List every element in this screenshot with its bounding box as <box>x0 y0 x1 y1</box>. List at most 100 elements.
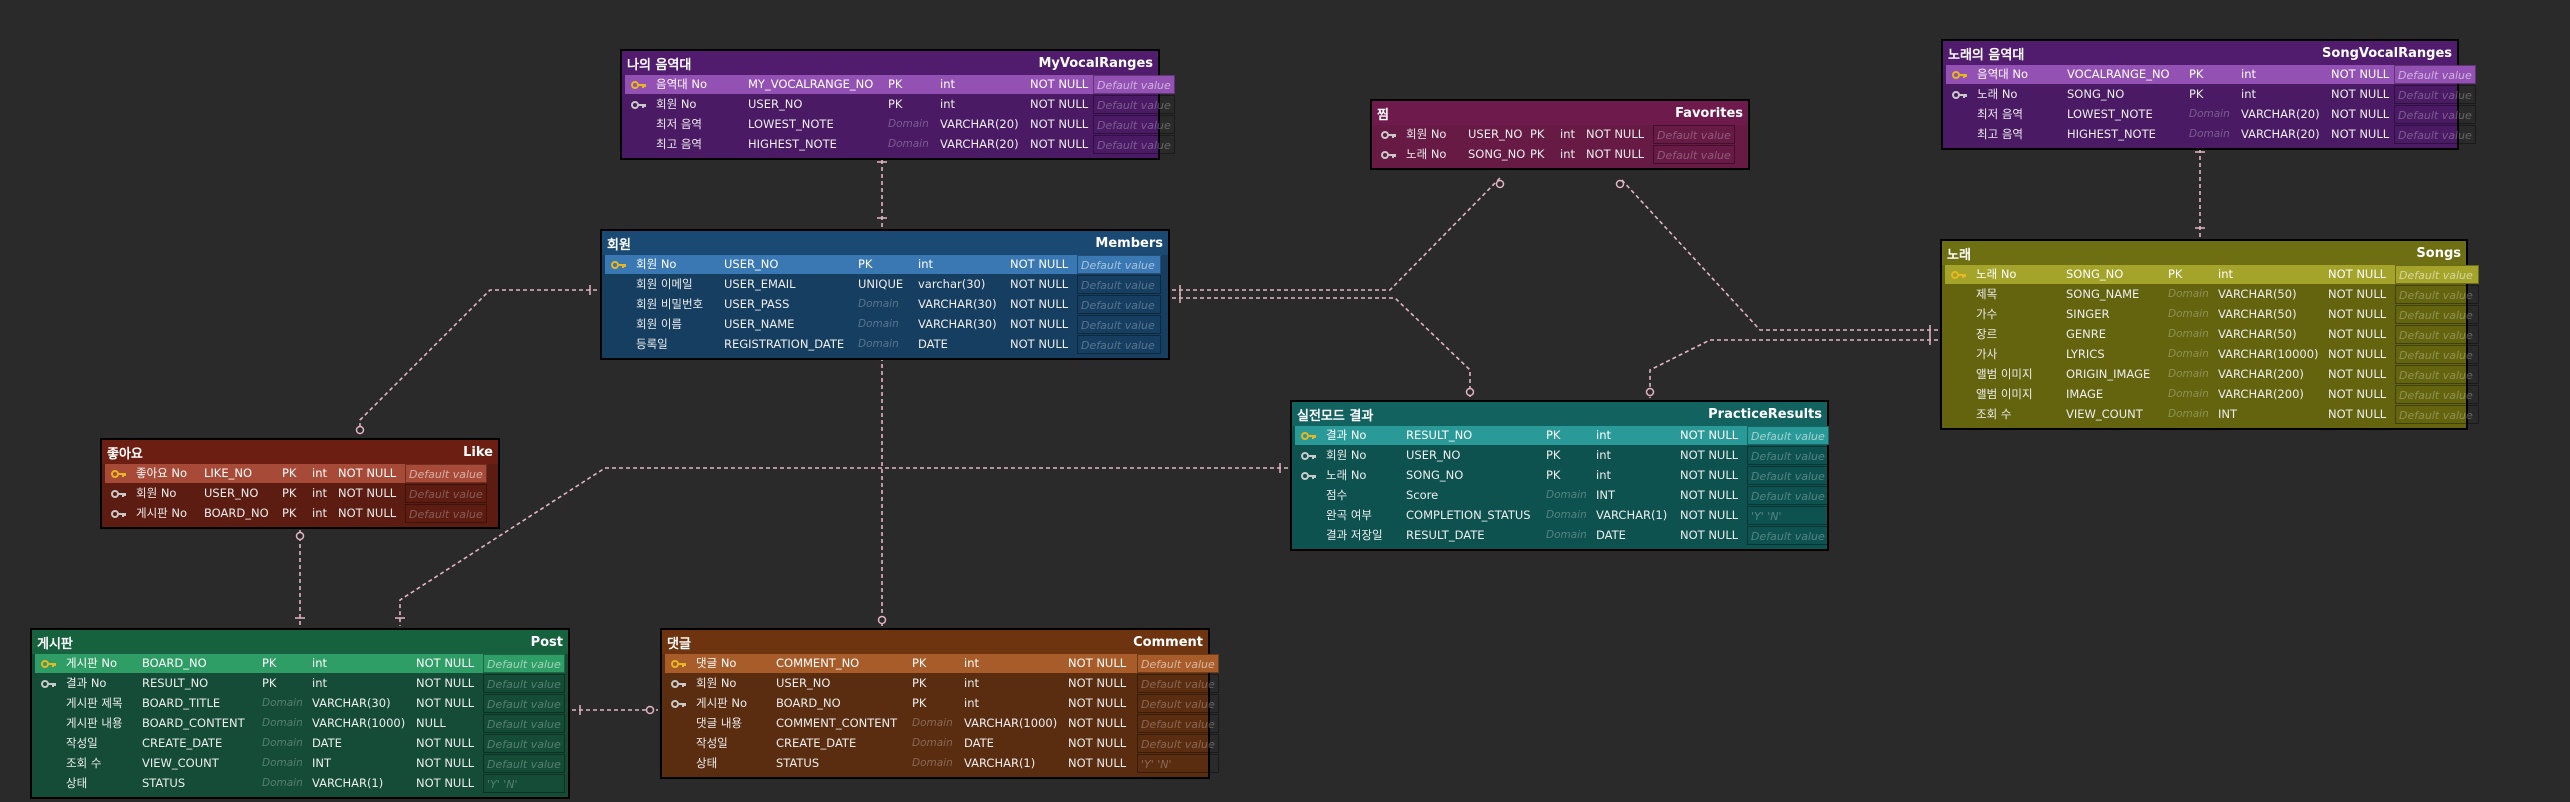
data-type: VARCHAR(1) <box>964 756 1036 770</box>
logical-name: 회원 이메일 <box>636 277 693 291</box>
constraint: Domain <box>2168 368 2209 380</box>
default-value: Default value <box>1747 486 1829 505</box>
link-practice-post[interactable] <box>399 467 1288 626</box>
physical-name: STATUS <box>142 776 186 790</box>
link-members-like[interactable] <box>359 289 597 436</box>
logical-name: 게시판 No <box>63 654 139 673</box>
physical-name: USER_NAME <box>724 317 795 331</box>
nullability: NOT NULL <box>2328 307 2387 321</box>
constraint: PK <box>259 654 309 673</box>
nullability: NOT NULL <box>1010 277 1069 291</box>
logical-name: 등록일 <box>636 337 668 351</box>
constraint: PK <box>912 676 927 690</box>
constraint: Domain <box>262 717 303 729</box>
constraint: Domain <box>2168 408 2209 420</box>
no-key <box>35 694 63 713</box>
constraint: Domain <box>912 757 953 769</box>
constraint: Domain <box>262 757 303 769</box>
optional-marker <box>295 531 305 541</box>
link-songs-favorites[interactable] <box>1619 177 1938 331</box>
physical-name: USER_NO <box>204 486 259 500</box>
constraint: Domain <box>262 777 303 789</box>
link-members-favorites[interactable] <box>1172 177 1501 291</box>
link-songs-practice[interactable] <box>1649 339 1938 398</box>
nullability: NOT NULL <box>1680 528 1739 542</box>
nullability: NOT NULL <box>413 654 483 673</box>
default-value: Default value <box>1077 335 1161 354</box>
constraint: Domain <box>2189 128 2230 140</box>
no-key <box>665 734 693 753</box>
link-members-practice[interactable] <box>1172 297 1471 398</box>
logical-name: 노래 No <box>1406 147 1447 161</box>
logical-name: 게시판 No <box>696 696 748 710</box>
data-type: VARCHAR(50) <box>2218 287 2297 301</box>
physical-name: LYRICS <box>2066 347 2105 361</box>
logical-name: 가수 <box>1976 307 1998 321</box>
foreign-key-icon <box>665 694 693 713</box>
